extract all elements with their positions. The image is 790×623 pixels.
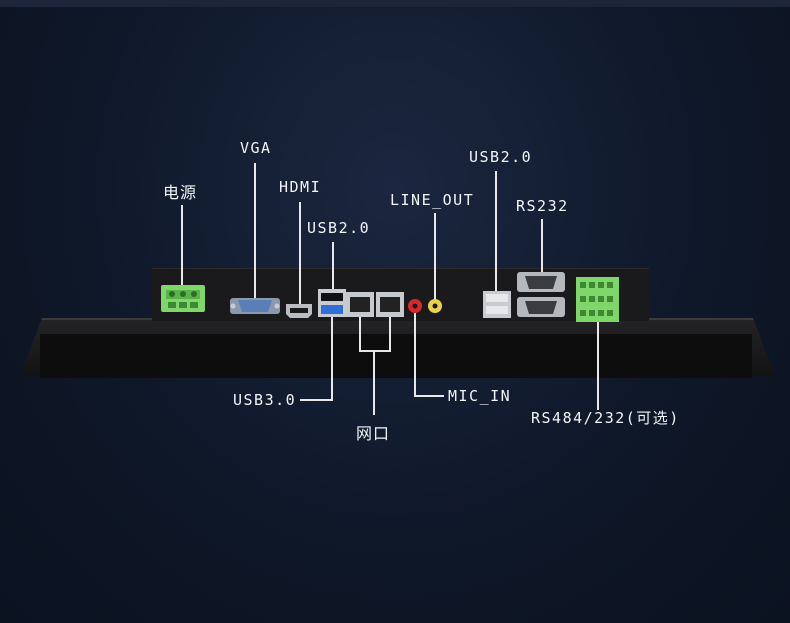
label-rs232: RS232 — [516, 197, 569, 215]
label-usb2-right: USB2.0 — [469, 148, 533, 166]
lan-leader-left — [359, 317, 361, 352]
mic-leader-v — [414, 313, 416, 397]
vga-leader — [254, 163, 256, 298]
usb-stack-left — [318, 289, 346, 317]
rs232-leader — [541, 219, 543, 272]
label-lan: 网口 — [356, 424, 391, 443]
usb2-right-leader — [495, 171, 497, 291]
usb2-stack-right — [483, 291, 511, 318]
hdmi-leader — [299, 202, 301, 304]
panel-edge — [40, 334, 752, 378]
label-vga: VGA — [240, 139, 272, 157]
power-leader — [181, 205, 183, 285]
power-terminal — [161, 285, 205, 312]
hdmi-port — [286, 304, 312, 318]
lan-leader-join — [359, 350, 391, 352]
label-hdmi: HDMI — [279, 178, 322, 196]
top-border — [0, 0, 790, 7]
lan-ports — [346, 292, 404, 317]
lineout-leader — [434, 213, 436, 299]
label-usb3: USB3.0 — [233, 391, 297, 409]
mic-jack — [408, 299, 422, 313]
rs484-terminal — [576, 277, 619, 322]
lan-leader-down — [373, 350, 375, 415]
label-power: 电源 — [163, 183, 198, 202]
vga-port — [230, 298, 280, 314]
label-rs484: RS484/232(可选) — [531, 409, 680, 427]
mic-leader-h — [414, 395, 444, 397]
lineout-jack — [428, 299, 442, 313]
usb3-leader-h — [300, 399, 333, 401]
label-usb2-left: USB2.0 — [307, 219, 371, 237]
label-line-out: LINE_OUT — [390, 191, 475, 209]
usb2-left-leader — [332, 242, 334, 289]
usb3-leader-v — [331, 317, 333, 401]
label-mic-in: MIC_IN — [448, 387, 512, 405]
lan-leader-right — [389, 317, 391, 352]
rs232-ports — [517, 272, 565, 317]
rs484-leader — [597, 322, 599, 410]
